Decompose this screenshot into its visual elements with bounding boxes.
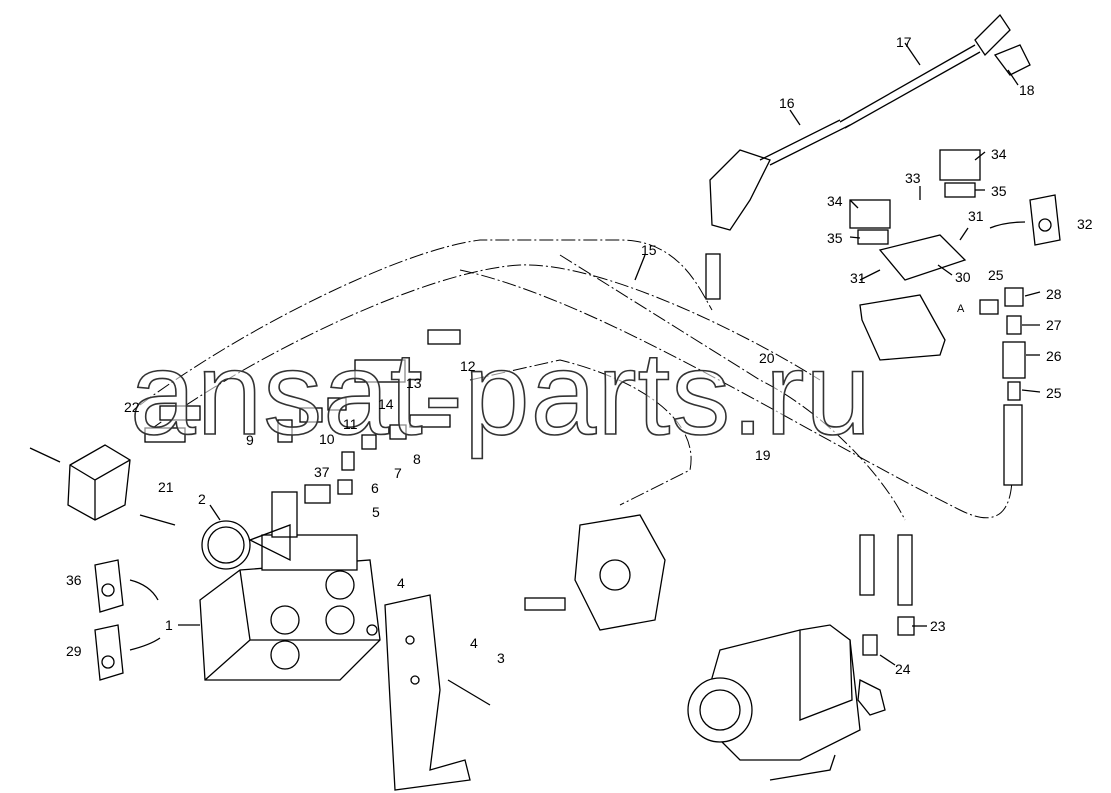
callout-29: 29 [66, 643, 82, 659]
callout-3: 3 [497, 650, 505, 666]
callout-30: 30 [955, 269, 971, 285]
callout-4a: 4 [397, 575, 405, 591]
hose-routes [139, 239, 1013, 521]
callout-25b: 25 [1046, 385, 1062, 401]
callout-35b: 35 [827, 230, 843, 246]
callout-1: 1 [165, 617, 173, 633]
right-fittings [979, 287, 1026, 486]
callout-25a: 25 [988, 267, 1004, 283]
filter-assembly [524, 514, 666, 631]
callout-14: 14 [378, 396, 394, 412]
callout-34a: 34 [991, 146, 1007, 162]
callout-24: 24 [895, 661, 911, 677]
bag-icons [94, 194, 1061, 681]
fittings [277, 329, 461, 504]
callout-11: 11 [343, 416, 358, 432]
leader-lines [178, 42, 1041, 666]
callout-35a: 35 [991, 183, 1007, 199]
callout-7: 7 [394, 465, 402, 481]
callout-2: 2 [198, 491, 206, 507]
callout-26: 26 [1046, 348, 1062, 364]
callout-28: 28 [1046, 286, 1062, 302]
callout-4b: 4 [470, 635, 478, 651]
callout-5: 5 [372, 504, 380, 520]
callout-12: 12 [460, 358, 476, 374]
callout-33: 33 [905, 170, 921, 186]
spray-gun [705, 13, 1031, 300]
solenoid-assembly [849, 149, 1059, 361]
callout-8: 8 [413, 451, 421, 467]
callout-10: 10 [319, 431, 335, 447]
callout-21: 21 [158, 479, 174, 495]
callout-17: 17 [896, 34, 912, 50]
callout-23: 23 [930, 618, 946, 634]
callout-31a: 31 [968, 208, 984, 224]
mounting-bracket [366, 594, 491, 791]
callout-34b: 34 [827, 193, 843, 209]
callout-15: 15 [641, 242, 657, 258]
callout-6: 6 [371, 480, 379, 496]
callout-37: 37 [314, 464, 330, 480]
motor-pump [687, 534, 915, 781]
callout-31b: 31 [850, 270, 866, 286]
pump-block [199, 491, 381, 681]
callout-16: 16 [779, 95, 795, 111]
arrow-letter-a: A [957, 303, 965, 315]
callout-22: 22 [124, 399, 140, 415]
callout-27: 27 [1046, 317, 1062, 333]
valve-block [29, 405, 201, 526]
callout-19: 19 [755, 447, 771, 463]
callout-13: 13 [406, 375, 422, 391]
callout-9: 9 [246, 432, 254, 448]
callout-32: 32 [1077, 216, 1093, 232]
callout-36: 36 [66, 572, 82, 588]
callout-18: 18 [1019, 82, 1035, 98]
callout-20: 20 [759, 350, 775, 366]
watermark: ansat-parts.ru [129, 328, 872, 460]
